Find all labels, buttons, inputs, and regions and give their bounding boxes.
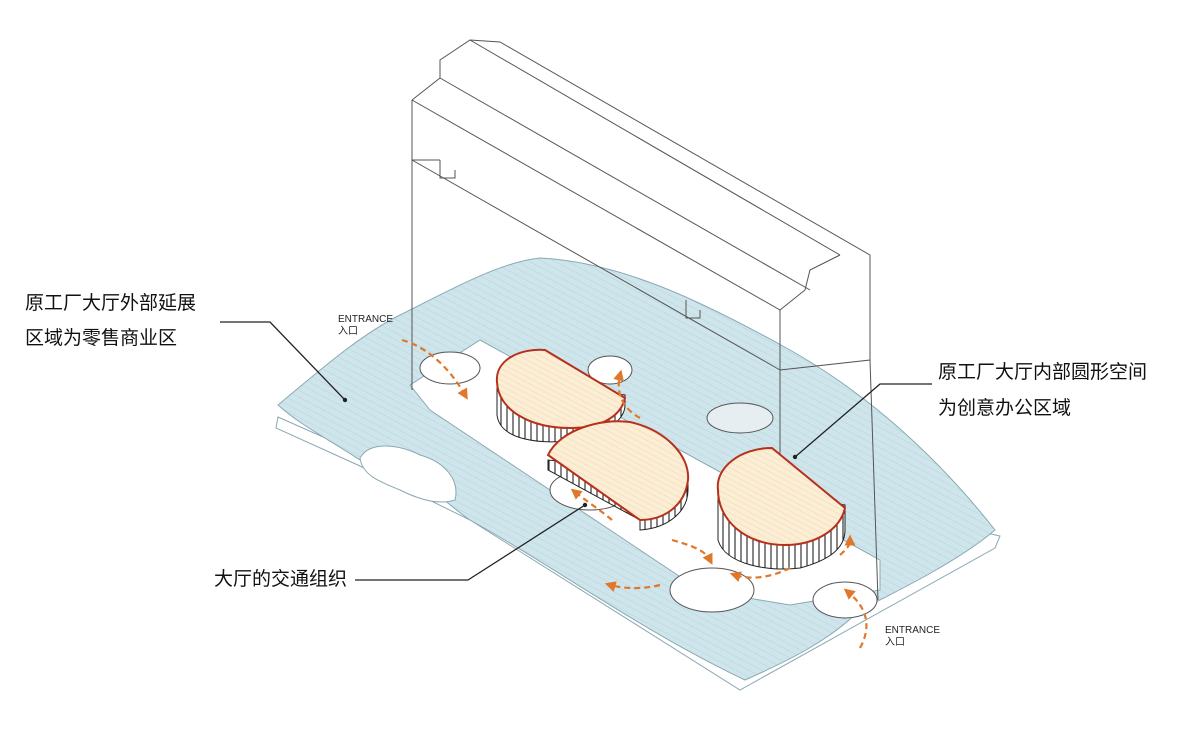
pod-2 — [546, 420, 690, 531]
leader-dot-2 — [582, 502, 588, 508]
leader-dot-1 — [342, 397, 348, 403]
circulation-label: 大厅的交通组织 — [214, 568, 348, 590]
opening-1 — [419, 351, 481, 385]
pod-3 — [716, 446, 847, 570]
factory-hall-outline — [411, 39, 879, 601]
leader-lines — [220, 321, 932, 581]
circulation-arrows — [401, 338, 868, 649]
retail-label-line1: 原工厂大厅外部延展 — [25, 292, 197, 314]
entrance-2-zh: 入口 — [885, 637, 905, 648]
entrance-1-zh: 入口 — [338, 326, 358, 337]
entrance-2-en: ENTRANCE — [885, 625, 941, 636]
opening-2 — [706, 402, 774, 434]
leader-dot-3 — [792, 454, 798, 460]
office-label-line1: 原工厂大厅内部圆形空间 — [938, 361, 1148, 383]
office-label-line2: 为创意办公区域 — [938, 397, 1072, 419]
retail-label-line2: 区域为零售商业区 — [25, 327, 178, 349]
opening-4 — [812, 581, 878, 619]
opening-3 — [669, 567, 755, 613]
entrance-1-en: ENTRANCE — [338, 314, 394, 325]
plate-notch-left — [359, 445, 457, 503]
